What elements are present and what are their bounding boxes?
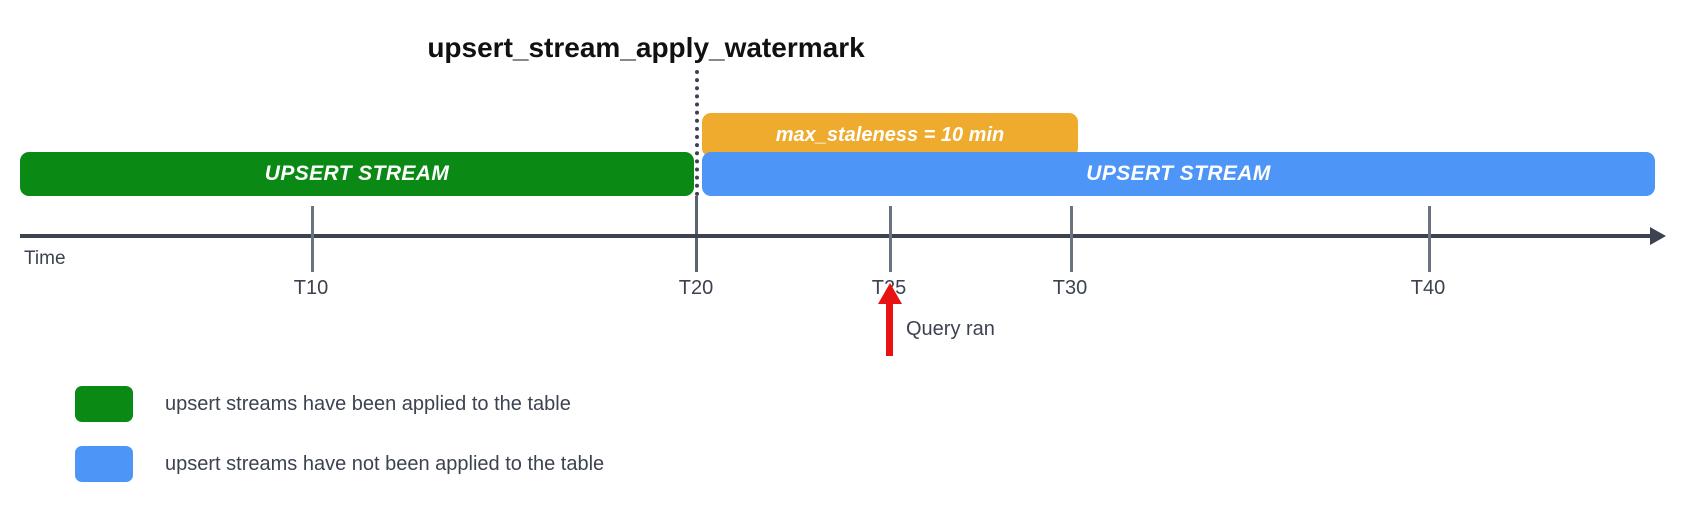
legend-item-applied: upsert streams have been applied to the … [75,386,571,422]
axis-tick-t25 [889,206,892,272]
upsert-stream-bar-not-applied-label: UPSERT STREAM [1086,162,1271,185]
legend-green-swatch [75,386,133,422]
upsert-stream-bar-not-applied: UPSERT STREAM [702,152,1655,196]
time-axis-arrow-icon [1650,227,1666,245]
axis-tick-label-t30: T30 [1052,277,1088,299]
axis-tick-label-t20: T20 [678,277,714,299]
legend-blue-swatch [75,446,133,482]
axis-tick-t40 [1428,206,1431,272]
upsert-stream-bar-applied-label: UPSERT STREAM [264,162,450,185]
axis-tick-t30 [1070,206,1073,272]
axis-tick-label-t10: T10 [293,277,329,299]
time-axis-line [20,234,1660,238]
query-ran-label: Query ran [906,318,995,340]
page-title: upsert_stream_apply_watermark [427,32,865,63]
legend-item-not-applied-label: upsert streams have not been applied to … [165,452,605,475]
watermark-dotted-line [695,70,699,196]
upsert-stream-bar-applied: UPSERT STREAM [20,152,694,196]
query-ran-arrow-icon [878,283,902,304]
legend-item-applied-label: upsert streams have been applied to the … [165,392,571,415]
max-staleness-label: max_staleness = 10 min [775,123,1005,146]
max-staleness-badge: max_staleness = 10 min [702,113,1078,157]
query-ran-arrow-shaft [886,300,893,356]
axis-tick-label-t40: T40 [1410,277,1446,299]
time-axis-label: Time [24,248,66,269]
legend-item-not-applied: upsert streams have not been applied to … [75,446,604,482]
axis-tick-t10 [311,206,314,272]
